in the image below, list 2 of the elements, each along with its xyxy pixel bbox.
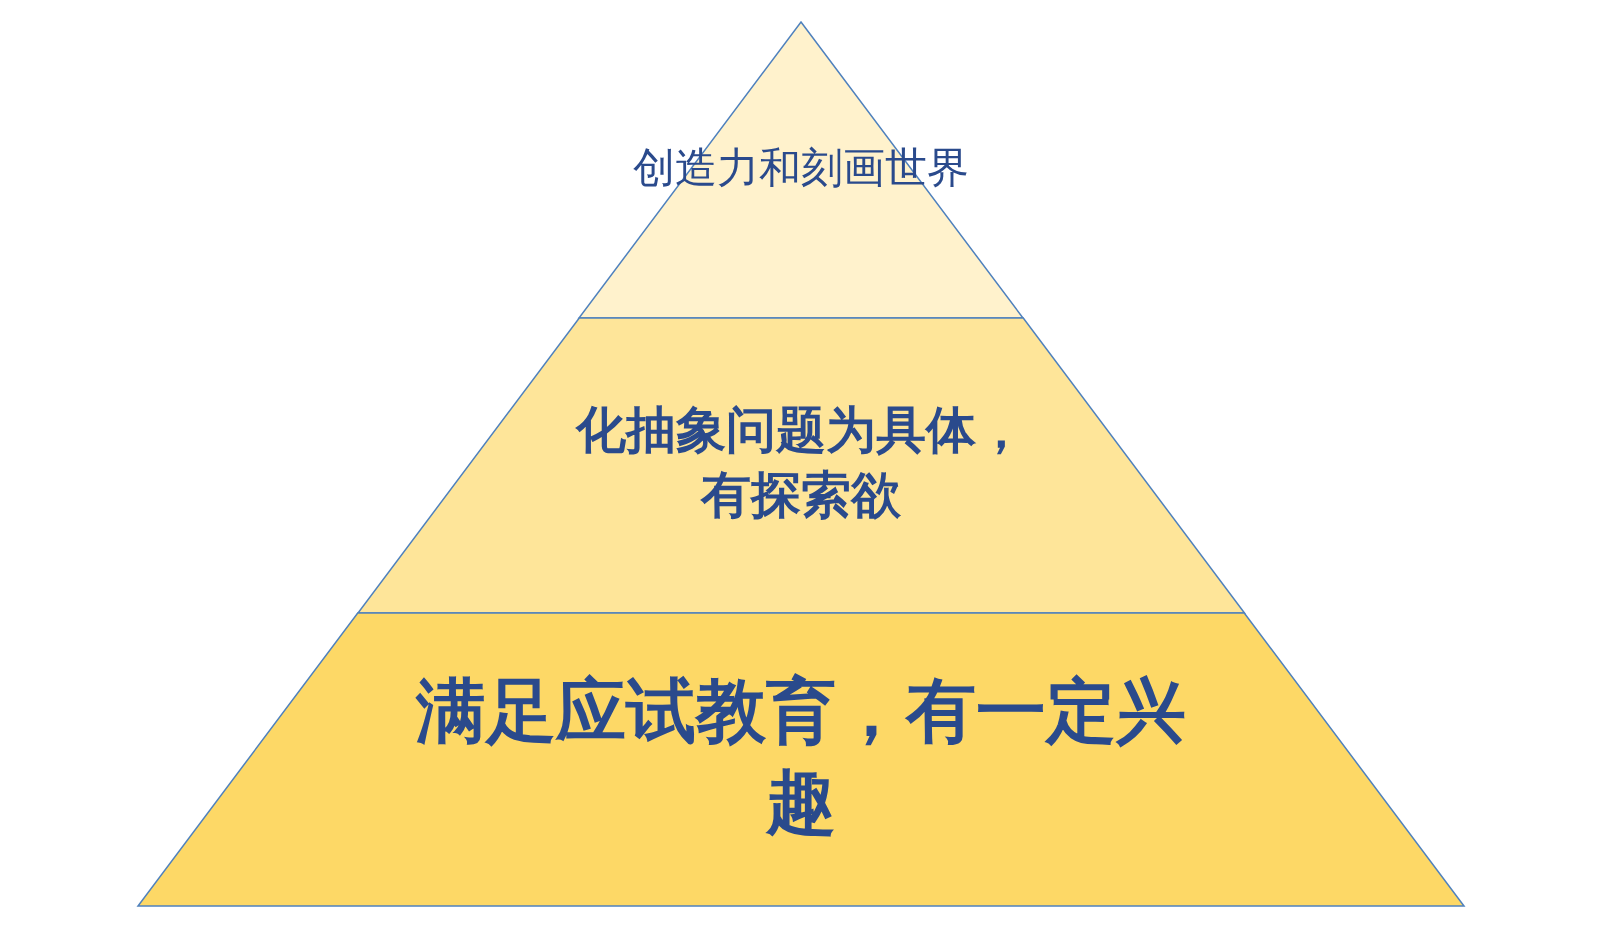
tier-label: 化抽象问题为具体，有探索欲: [574, 400, 1027, 526]
tier-label: 满足应试教育，有一定兴趣: [414, 669, 1187, 845]
